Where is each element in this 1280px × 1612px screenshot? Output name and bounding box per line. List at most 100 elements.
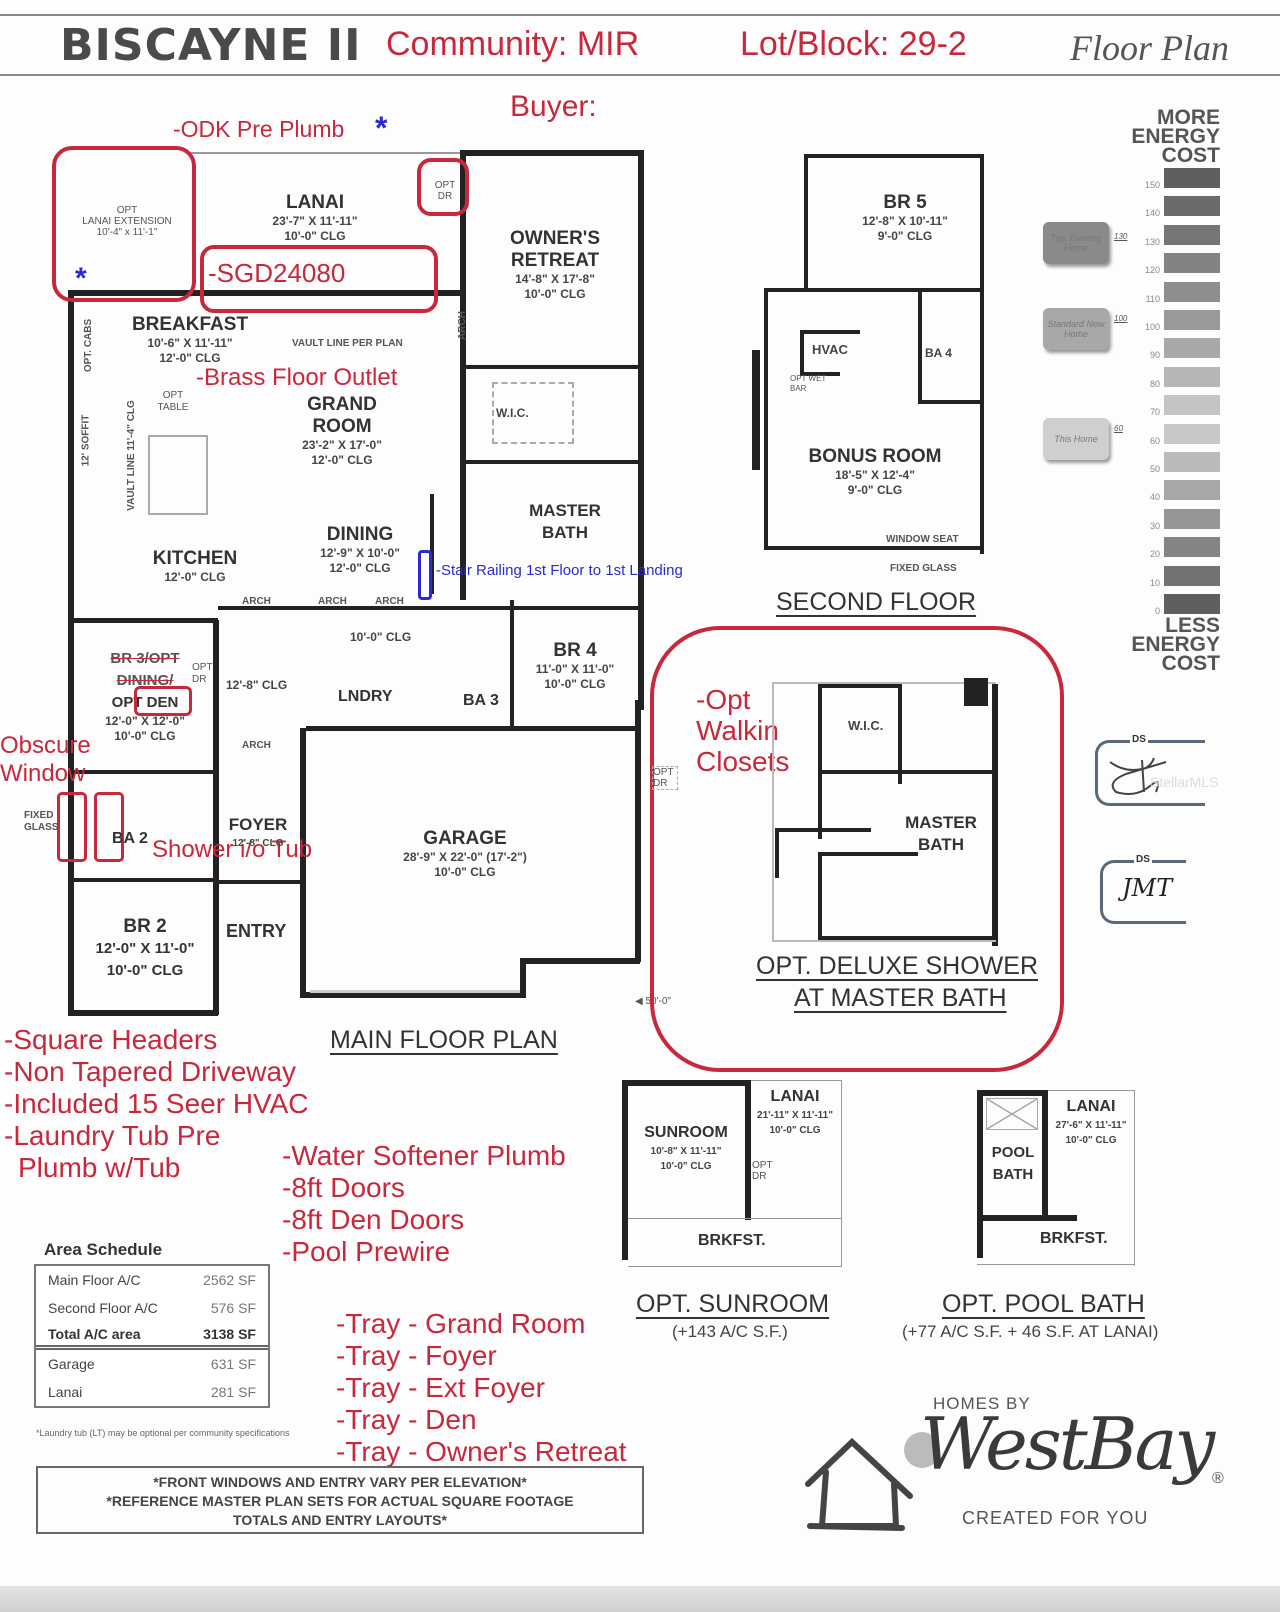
house-icon [805, 1437, 913, 1531]
energy-tick: 20 [1149, 549, 1160, 560]
ds-tag: DS [1134, 854, 1152, 865]
energy-tick: 90 [1149, 350, 1160, 361]
room-br4: BR 4 11'-0" X 11'-0" 10'-0" CLG [535, 640, 615, 691]
room-ba2: BA 2 [112, 830, 148, 847]
marker-value: 130 [1114, 232, 1128, 241]
room-br5: BR 5 12'-8" X 10'-11" 9'-0" CLG [862, 192, 948, 243]
room-pool-bath: POOL BATH [991, 1144, 1035, 1183]
header-bottom-rule [0, 74, 1280, 76]
model-title: BISCAYNE II [60, 20, 362, 71]
room-laundry: LNDRY [338, 688, 393, 705]
window-seat-label: WINDOW SEAT [886, 534, 959, 545]
room-master-bath-opt: MASTER BATH [905, 813, 977, 854]
signature-box-1 [1095, 740, 1205, 806]
room-ba3: BA 3 [463, 692, 499, 709]
energy-tick: 150 [1144, 180, 1160, 190]
opt-sunroom-subtitle: (+143 A/C S.F.) [672, 1322, 788, 1341]
highlight-lanai-extension [52, 146, 196, 302]
brass-floor-outlet-note: -Brass Floor Outlet [196, 364, 398, 391]
energy-bar [1164, 310, 1220, 330]
marker-value: 100 [1114, 314, 1128, 323]
energy-bar [1164, 395, 1220, 416]
arch-label: ARCH [242, 740, 271, 751]
sgd-note: -SGD24080 [208, 258, 346, 288]
shower-tub-note: Shower i/o Tub [152, 836, 313, 863]
watermark: StellarMLS [1150, 774, 1219, 790]
opt-pool-bath-title: OPT. POOL BATH [942, 1290, 1145, 1318]
opt-dr-label: OPT DR [652, 766, 678, 790]
marker-value: 60 [1114, 424, 1123, 433]
opt-dr-label: OPT DR [192, 662, 213, 685]
disclaimer-box: *FRONT WINDOWS AND ENTRY VARY PER ELEVAT… [36, 1466, 644, 1534]
stair-railing-note: -Stair Railing 1st Floor to 1st Landing [436, 562, 683, 579]
energy-bar [1164, 594, 1220, 614]
room-foyer: FOYER 12'-8" CLG [228, 815, 288, 849]
community-label: Community: MIR [386, 25, 640, 63]
room-hvac: HVAC [812, 342, 848, 357]
energy-tick: 100 [1144, 322, 1160, 332]
energy-less-label: LESS ENERGY COST [1131, 614, 1220, 675]
wic-label: W.I.C. [848, 718, 884, 733]
room-master-bath: MASTER BATH [529, 501, 601, 542]
notes-list-tray: -Tray - Grand Room -Tray - Foyer -Tray -… [336, 1308, 627, 1467]
room-kitchen: KITCHEN 12'-0" CLG [152, 548, 238, 584]
registered-icon: ® [1212, 1470, 1224, 1487]
room-breakfast-pool: BRKFST. [1040, 1230, 1108, 1247]
room-lanai: LANAI 23'-7" X 11'-11" 10'-0" CLG [272, 192, 358, 243]
arch-label: ARCH [318, 596, 347, 607]
highlight-stair-railing [418, 550, 432, 600]
opt-wet-bar-label: OPT WET BAR [790, 374, 827, 393]
highlight-opt-deluxe-shower [650, 626, 1064, 1072]
hall2-clg-label: 12'-8" CLG [226, 678, 288, 692]
energy-tick: 60 [1149, 435, 1160, 446]
obscure-window-note: Obscure Window [0, 732, 91, 787]
highlight-sgd [200, 245, 438, 313]
hall-clg-label: 10'-0" CLG [350, 630, 412, 644]
energy-more-label: MORE ENERGY COST [1131, 106, 1220, 167]
energy-tick: 0 [1154, 606, 1160, 616]
bottom-edge [0, 1586, 1280, 1612]
marker-this-home: This Home [1043, 418, 1109, 460]
arch-label: ARCH [375, 596, 404, 607]
ds-tag: DS [1130, 734, 1148, 745]
marker-standard-new-home: Standard New Home [1043, 308, 1109, 350]
opt-dr-label: OPT DR [434, 180, 456, 202]
room-garage: GARAGE 28'-9" X 22'-0" (17'-2") 10'-0" C… [403, 828, 527, 879]
fixed-glass-label: FIXED GLASS [890, 563, 957, 574]
odk-pre-plumb-note: -ODK Pre Plumb [173, 116, 345, 142]
highlight-den [134, 686, 192, 716]
logo-tagline: CREATED FOR YOU [962, 1508, 1149, 1528]
wic-label: W.I.C. [496, 406, 529, 420]
energy-bar [1164, 224, 1220, 245]
highlight-ba2-shower [94, 792, 124, 862]
room-owners-retreat: OWNER'S RETREAT 14'-8" X 17'-8" 10'-0" C… [509, 228, 601, 301]
wic-closet [492, 382, 574, 444]
energy-tick: 130 [1144, 236, 1160, 247]
energy-bar [1164, 196, 1220, 217]
room-den: BR 3/OPT DINING/ OPT DEN 12'-0" X 12'-0"… [105, 650, 185, 743]
opt-sunroom-title: OPT. SUNROOM [636, 1290, 830, 1318]
energy-tick: 50 [1149, 464, 1160, 474]
logo-homes-by: HOMES BY [933, 1394, 1031, 1413]
area-schedule-title: Area Schedule [44, 1240, 163, 1259]
second-floor-title: SECOND FLOOR [776, 588, 977, 616]
energy-bar [1164, 366, 1220, 387]
opt-deluxe-shower-title: OPT. DELUXE SHOWER [756, 952, 1038, 980]
opt-walkin-closets-note: -Opt Walkin Closets [696, 684, 790, 777]
energy-bar [1164, 452, 1220, 472]
main-floor-title: MAIN FLOOR PLAN [330, 1026, 558, 1054]
doc-type-label: Floor Plan [1070, 28, 1229, 68]
signature-scribble-icon [1109, 757, 1167, 795]
energy-bar [1164, 480, 1220, 501]
energy-bar [1164, 338, 1220, 359]
energy-tick: 80 [1149, 378, 1160, 389]
opt-cabs-label: OPT. CABS [83, 318, 95, 373]
room-dining: DINING 12'-9" X 10'-0" 12'-0" CLG [320, 524, 400, 575]
lanai-extension-label: OPT LANAI EXTENSION 10'-4" x 11'-1" [82, 205, 172, 238]
room-lanai-sunroom: LANAI 21'-11" X 11'-11" 10'-0" CLG [757, 1088, 833, 1136]
lot-block-label: Lot/Block: 29-2 [740, 25, 967, 63]
